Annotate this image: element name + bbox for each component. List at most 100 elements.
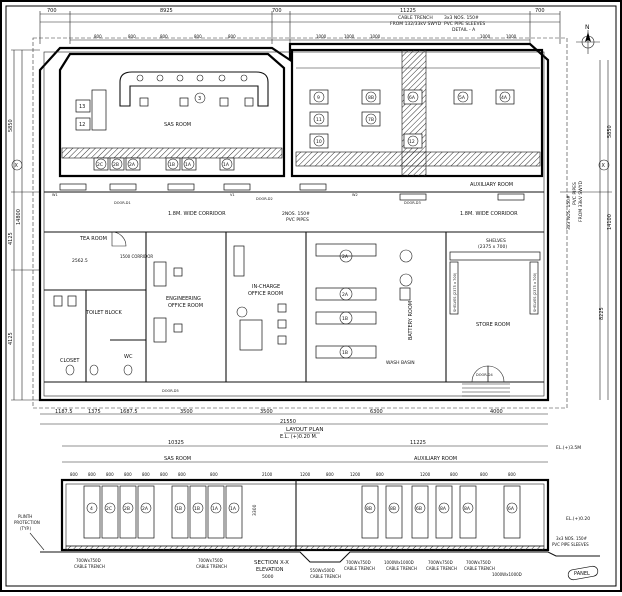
- door-tag-3: DOOR-D4: [476, 373, 493, 377]
- section-bays: 800 800 800 800 800 800 800 800 2100 120…: [70, 472, 516, 477]
- section-elevation: 10325 11225 SAS ROOM AUXILIARY ROOM 800 …: [14, 440, 600, 581]
- section-panel-r-3: 8A: [440, 506, 447, 512]
- pvc-mid-1: 2NOS. 150#: [282, 211, 310, 217]
- panel-sas-2: 2A: [129, 162, 136, 168]
- col-dim-hi: 1000: [344, 34, 355, 39]
- room-label-engineering-1: ENGINEERING: [166, 296, 201, 302]
- panel-sas-3: 1B: [169, 162, 175, 168]
- section-room-aux: AUXILIARY ROOM: [414, 456, 457, 462]
- bottom-dimensions: 1187.5 1375 1687.5 3500 3500 6300 4000 2…: [40, 409, 548, 425]
- bay-dim: 1200: [350, 472, 361, 477]
- right-note-3: FROM 33kV SWYD: [578, 181, 584, 222]
- plinth-1: PLINTH: [18, 514, 32, 519]
- section-panel-l-3: 2A: [142, 506, 149, 512]
- sas-panel-row: 2C 2B 2A 1B 1A 1A: [93, 157, 235, 171]
- section-panel-l-7: 1A: [230, 506, 237, 512]
- col-dim-hi: 1000: [480, 34, 491, 39]
- shelves-label-2: (2375 x 700): [478, 244, 507, 250]
- bay-dim: 800: [160, 472, 168, 477]
- door-tag-0: DOOR-D1: [114, 201, 131, 205]
- panel-aux-3: 6A: [409, 95, 416, 101]
- pvc-right-1: 3x3 NOS. 150#: [556, 536, 588, 541]
- section-panel-r-4: 8A: [464, 506, 471, 512]
- dim-bottom-3: 3500: [180, 409, 193, 415]
- section-panel-l-4: 1B: [176, 506, 182, 512]
- right-note-1: 3x3 NOS. 150#: [566, 195, 572, 230]
- section-panel-l-0: 4: [90, 506, 93, 512]
- dim-right-1: 14100: [607, 214, 613, 230]
- trench-label-4: CABLE TRENCH: [196, 564, 227, 569]
- bay-dim: 800: [450, 472, 458, 477]
- section-panel-r-0: 8B: [366, 506, 372, 512]
- window-tag-2: W2: [352, 193, 358, 197]
- col-dim-hi: 1000: [316, 34, 327, 39]
- dim-left-1: 14800: [16, 209, 22, 225]
- panel-aux-1: 8B: [368, 95, 374, 101]
- trench3-label-1: 1000Wx1000D: [384, 560, 414, 565]
- window-tag-0: W1: [52, 193, 58, 197]
- inner-border: [5, 5, 617, 587]
- trench2-label-2: CABLE TRENCH: [310, 574, 341, 579]
- corridor-label-right: 1.8M. WIDE CORRIDOR: [460, 211, 518, 217]
- col-dim-hi: 1000: [370, 34, 381, 39]
- section-panels-left: 4 2C 2B 2A 1B 1B 1A 1A: [83, 485, 243, 539]
- bay-dim: 800: [508, 472, 516, 477]
- room-label-store: STORE ROOM: [476, 322, 510, 328]
- section-panel-r-2: 6B: [416, 506, 422, 512]
- dim-left-2: 4125: [8, 232, 14, 245]
- dim-bottom-1: 1375: [88, 409, 101, 415]
- bay-dim: 800: [376, 472, 384, 477]
- panel-sas-5: 1A: [223, 162, 230, 168]
- dim-right-0: 5850: [607, 125, 613, 138]
- panel-sas-1: 2B: [113, 162, 119, 168]
- col-dim-hi: 1000: [506, 34, 517, 39]
- battery-cell-3: 1B: [342, 350, 348, 356]
- panel-aux-8: 4A: [501, 95, 508, 101]
- col-dim: 800: [228, 34, 236, 39]
- dim-bottom-2: 1687.5: [120, 409, 138, 415]
- section-panel-l-1: 2C: [106, 506, 112, 512]
- trench-label-8: CABLE TRENCH: [426, 566, 457, 571]
- col-dim: 800: [94, 34, 102, 39]
- trench2-label-1: 550Wx500D: [310, 568, 335, 573]
- room-label-incharge-1: IN-CHARGE: [252, 284, 280, 290]
- trench-label-1: 700Wx750D: [76, 558, 101, 563]
- section-panel-r-5: 6A: [508, 506, 515, 512]
- section-panels-right: 8B 8B 6B 8A 8A 6A: [361, 485, 521, 539]
- corridor: 1.8M. WIDE CORRIDOR 1.8M. WIDE CORRIDOR …: [59, 183, 525, 223]
- section-panel-l-2: 2B: [124, 506, 130, 512]
- dim-top-0: 700: [47, 8, 57, 14]
- bay-dim: 800: [480, 472, 488, 477]
- grid-mark-left: X: [15, 163, 19, 169]
- trench3-label-2: CABLE TRENCH: [386, 566, 417, 571]
- cable-trench-note-2: FROM 132/33kV SWYD: [390, 21, 442, 27]
- plinth-3: (TYP.): [20, 526, 32, 531]
- panel-aux-2: 7B: [368, 117, 374, 123]
- trench-label-2: CABLE TRENCH: [74, 564, 105, 569]
- plan-title: LAYOUT PLAN E.L. (+)0.20 M.: [280, 427, 323, 440]
- dim-top-4: 700: [535, 8, 545, 14]
- panel-aux-5: 10: [316, 139, 322, 145]
- section-panel-r-1: 8B: [390, 506, 396, 512]
- section-top-dim-1: 11225: [410, 440, 426, 446]
- trench3-label-3: 1000Wx1000D: [492, 572, 522, 577]
- top-dimensions: 700 8925 700 11225 700 CABLE TRENCH FROM…: [39, 8, 561, 44]
- dim-left-3: 4125: [8, 332, 14, 345]
- dim-top-2: 700: [272, 8, 282, 14]
- bay-dim: 800: [70, 472, 78, 477]
- right-note-2: PVC PIPES: [572, 182, 578, 205]
- panel-sas-left-1: 12: [79, 122, 85, 128]
- el-high: EL.(+)3.5M: [556, 445, 581, 451]
- dim-top-1: 8925: [160, 8, 173, 14]
- battery-room: 2A 2A 1B 1B BATTERY ROOM WASH BASIN: [315, 243, 415, 366]
- dim-bottom-4: 3500: [260, 409, 273, 415]
- trench-label-10: CABLE TRENCH: [464, 566, 495, 571]
- trench-label-7: 700Wx750D: [428, 560, 453, 565]
- section-span: 5000: [262, 574, 274, 580]
- window-tags: W1 V1 W2 DOOR-D4 DOOR-D5: [52, 193, 493, 393]
- room-label-toilet: TOILET BLOCK: [85, 310, 123, 316]
- room-label-engineering-2: OFFICE ROOM: [168, 303, 203, 309]
- store-room: SHELVES (2375 x 700) SHELVES (2375 x 700…: [449, 238, 541, 397]
- bay-dim: 800: [210, 472, 218, 477]
